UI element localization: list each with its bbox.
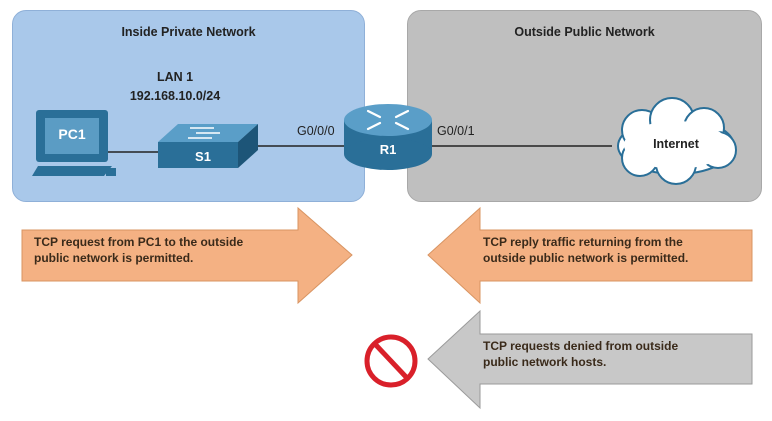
lan-subnet: 192.168.10.0/24 <box>129 89 221 103</box>
deny-request-line1: TCP requests denied from outside <box>483 339 679 353</box>
permit-request-line1: TCP request from PC1 to the outside <box>34 235 244 249</box>
lan-name: LAN 1 <box>156 70 194 84</box>
interface-inside-label: G0/0/0 <box>297 124 335 138</box>
deny-request-arrow <box>427 309 753 410</box>
permit-reply-line1: TCP reply traffic returning from the <box>483 235 683 249</box>
permit-request-line2: public network is permitted. <box>34 251 194 265</box>
deny-request-line2: public network hosts. <box>483 355 607 369</box>
pc-label: PC1 <box>58 126 86 142</box>
prohibited-icon <box>364 334 418 388</box>
router-label: R1 <box>379 142 397 157</box>
permit-reply-line2: outside public network is permitted. <box>483 251 689 265</box>
switch-label: S1 <box>195 149 211 164</box>
pc-icon <box>32 110 116 176</box>
router-icon <box>344 104 432 170</box>
permit-request-text: TCP request from PC1 to the outside publ… <box>34 234 243 266</box>
permit-reply-arrow <box>427 206 753 305</box>
interface-outside-label: G0/0/1 <box>437 124 475 138</box>
deny-request-text: TCP requests denied from outside public … <box>483 338 678 370</box>
inside-zone-title: Inside Private Network <box>121 25 256 39</box>
permit-reply-text: TCP reply traffic returning from the out… <box>483 234 688 266</box>
permit-request-arrow <box>21 206 353 305</box>
switch-icon <box>158 124 258 168</box>
internet-label: Internet <box>653 137 699 151</box>
outside-zone-title: Outside Public Network <box>514 25 655 39</box>
